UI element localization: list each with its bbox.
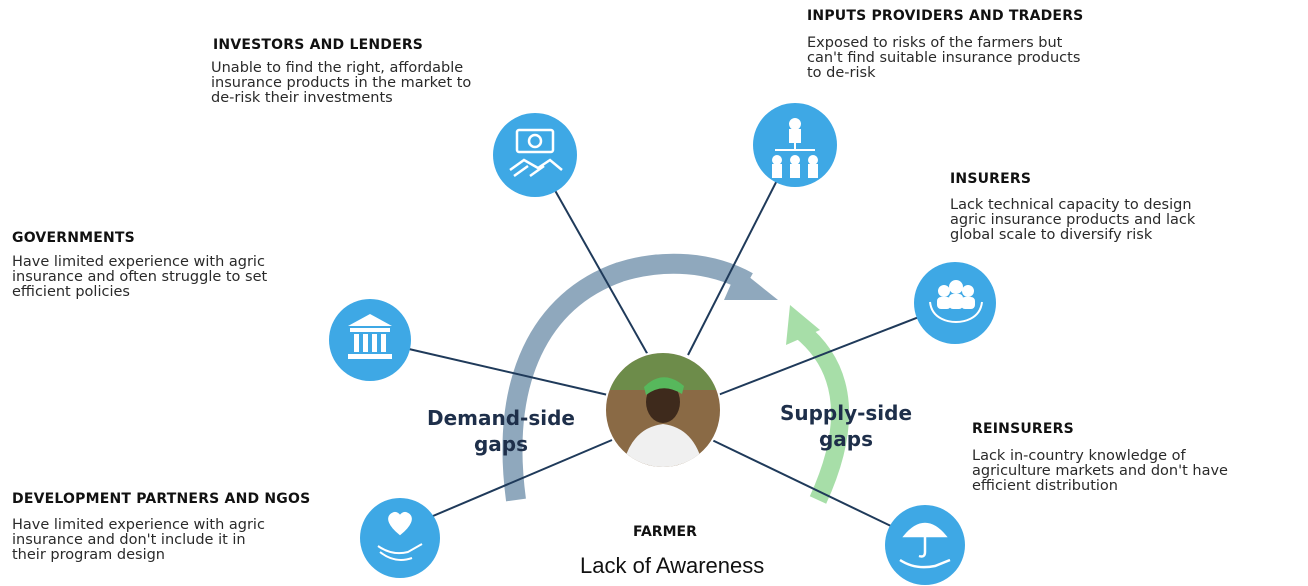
connector-reinsurers <box>711 439 921 541</box>
insurers-line: Lack technical capacity to design <box>950 197 1192 213</box>
demand-side-gaps-label: Demand-side gaps <box>408 405 594 457</box>
reinsurers-line: Lack in-country knowledge of <box>972 448 1186 464</box>
government-building-icon <box>348 314 392 359</box>
insurers-title: INSURERS <box>950 171 1032 187</box>
umbrella-hand-icon <box>899 522 951 569</box>
reinsurers-line: efficient distribution <box>972 478 1118 494</box>
governments-title: GOVERNMENTS <box>12 230 135 246</box>
farmer-photo <box>604 351 722 469</box>
inputs-description: Exposed to risks of the farmers but can'… <box>807 36 1080 81</box>
investors-title: INVESTORS AND LENDERS <box>213 37 424 53</box>
connector-insurers <box>717 302 956 396</box>
development-line: Have limited experience with agric <box>12 517 265 533</box>
reinsurers-description: Lack in-country knowledge of agriculture… <box>972 449 1228 494</box>
connector-development <box>399 439 613 531</box>
investors-line: Unable to find the right, affordable <box>211 60 464 76</box>
reinsurers-node <box>885 505 965 585</box>
supply-gap-line: Supply-side <box>779 401 913 425</box>
investors-node <box>493 113 577 197</box>
inputs-line: can't find suitable insurance products <box>807 50 1081 66</box>
development-description: Have limited experience with agric insur… <box>12 518 265 563</box>
governments-node <box>329 299 411 381</box>
inputs-line: Exposed to risks of the farmers but <box>807 35 1063 51</box>
supply-gap-line: gaps <box>818 427 874 451</box>
governments-line: insurance and often struggle to set <box>12 269 268 285</box>
connector-lines <box>369 144 956 541</box>
inputs-title: INPUTS PROVIDERS AND TRADERS <box>807 8 1084 24</box>
insurers-description: Lack technical capacity to design agric … <box>950 198 1195 243</box>
reinsurers-line: agriculture markets and don't have <box>972 463 1228 479</box>
farmer-subtitle: Lack of Awareness <box>580 553 765 578</box>
governments-line: Have limited experience with agric <box>12 254 265 270</box>
demand-gap-line: gaps <box>473 432 529 456</box>
inputs-node <box>753 103 837 187</box>
governments-line: efficient policies <box>12 284 130 300</box>
investors-line: insurance products in the market to <box>211 75 472 91</box>
development-node <box>360 498 440 578</box>
investors-description: Unable to find the right, affordable ins… <box>211 61 471 106</box>
hierarchy-people-icon <box>772 118 818 178</box>
development-line: their program design <box>12 547 166 563</box>
demand-side-arrow <box>502 253 778 502</box>
reinsurers-title: REINSURERS <box>972 421 1074 437</box>
insurers-line: global scale to diversify risk <box>950 227 1153 243</box>
handshake-money-icon <box>509 128 563 178</box>
demand-gap-line: Demand-side <box>427 406 575 430</box>
governments-description: Have limited experience with agric insur… <box>12 255 267 300</box>
insurers-node <box>914 262 996 344</box>
insurers-line: agric insurance products and lack <box>950 212 1196 228</box>
inputs-line: to de-risk <box>807 65 876 81</box>
supply-side-gaps-label: Supply-side gaps <box>758 400 934 452</box>
development-title: DEVELOPMENT PARTNERS AND NGOS <box>12 491 311 507</box>
supply-side-arrow <box>786 305 850 504</box>
investors-line: de-risk their investments <box>211 90 393 106</box>
hands-group-icon <box>929 280 983 324</box>
farmer-title: FARMER <box>633 524 697 540</box>
development-line: insurance and don't include it in <box>12 532 246 548</box>
heart-hand-icon <box>377 511 423 561</box>
